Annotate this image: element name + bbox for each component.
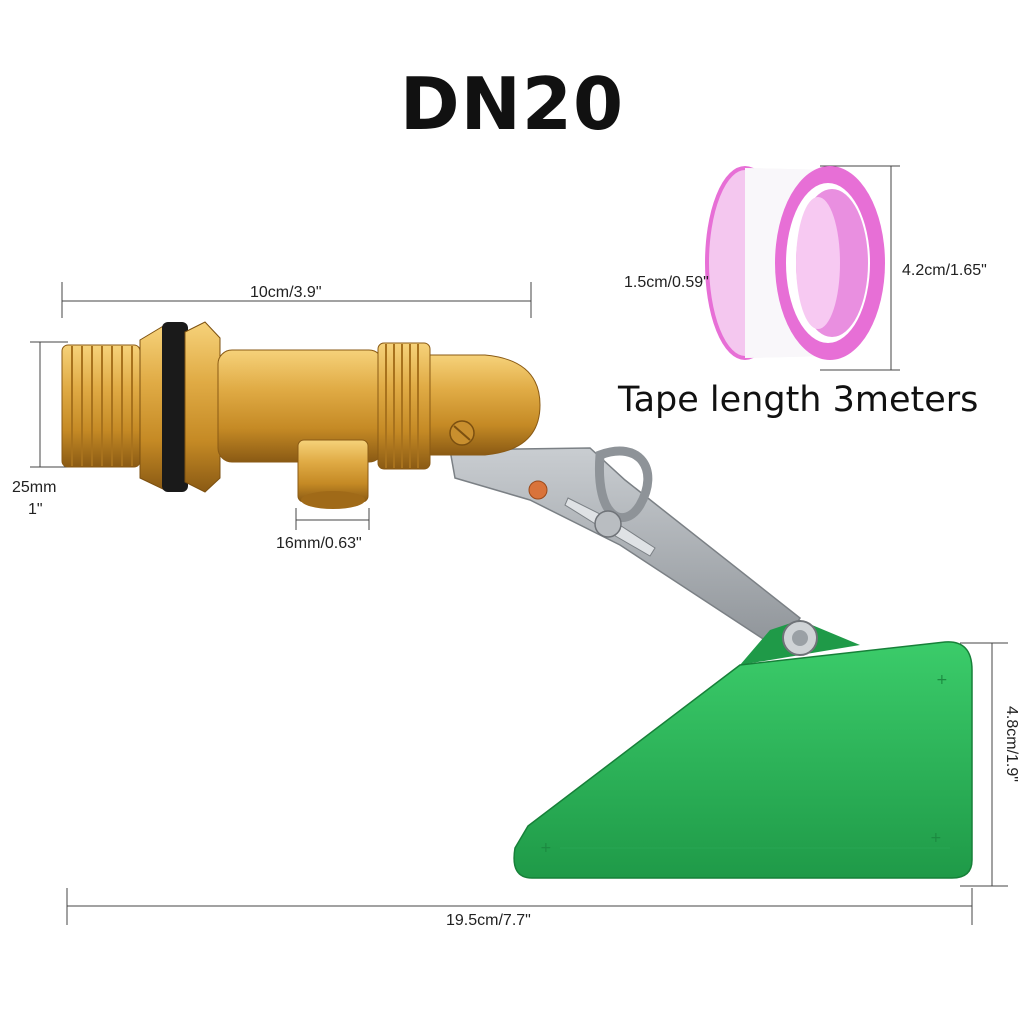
svg-text:+: + — [936, 672, 948, 688]
tape-width-label: 1.5cm/0.59" — [624, 274, 709, 291]
tape-diameter-label: 4.2cm/1.65" — [902, 262, 987, 279]
float-height-label: 4.8cm/1.9" — [1003, 706, 1020, 782]
tape-length-note: Tape length 3meters — [618, 380, 979, 420]
green-float: + + + — [513, 620, 973, 879]
thread-height-inch-label: 1" — [28, 501, 43, 518]
brass-valve — [61, 321, 541, 509]
thread-height-label: 25mm — [12, 479, 57, 496]
overall-length-label: 19.5cm/7.7" — [446, 912, 531, 929]
model-title: DN20 — [399, 62, 625, 146]
float-arm — [449, 446, 801, 652]
ptfe-tape-roll — [705, 166, 885, 360]
svg-text:+: + — [930, 830, 942, 846]
outlet-width-label: 16mm/0.63" — [276, 535, 362, 552]
valve-length-label: 10cm/3.9" — [250, 284, 322, 301]
svg-text:+: + — [540, 840, 552, 856]
